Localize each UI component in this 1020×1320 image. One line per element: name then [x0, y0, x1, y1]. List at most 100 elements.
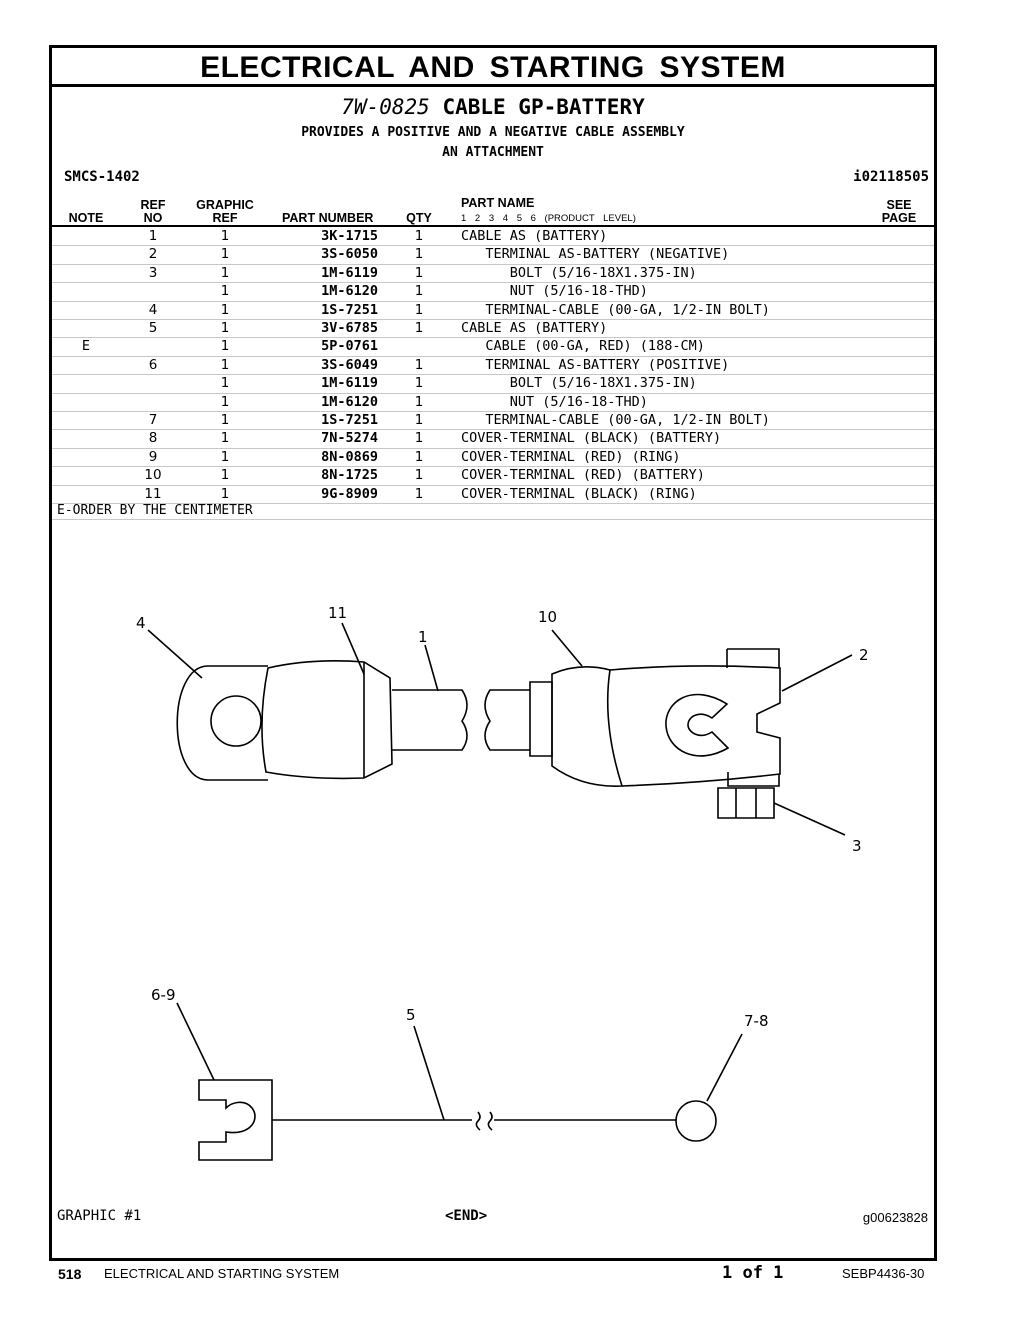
- graphic-ref-cell: 1: [220, 375, 230, 392]
- battery-terminal-item-2: [726, 648, 780, 787]
- callout-2: 2: [859, 646, 869, 664]
- part-number-cell: 1M-6120: [321, 283, 378, 300]
- qty-cell: 1: [414, 412, 424, 428]
- ref-no-cell: 6: [148, 356, 158, 373]
- callout-6-9: 6-9: [151, 986, 176, 1004]
- part-number-cell: 3S-6050: [321, 246, 378, 263]
- graphic-ref-cell: 1: [220, 467, 230, 484]
- ref-no-cell: 9: [148, 448, 158, 465]
- part-name-cell: CABLE AS (BATTERY): [461, 320, 608, 336]
- cable-item-5: [272, 1111, 676, 1131]
- col-ref-header-top: REF: [140, 198, 166, 212]
- col-qty-header: QTY: [406, 211, 432, 225]
- part-name-cell: TERMINAL AS-BATTERY (NEGATIVE): [461, 246, 730, 263]
- part-number-cell: 3K-1715: [321, 228, 378, 244]
- qty-cell: 1: [414, 320, 424, 336]
- col-part-name-header: PART NAME: [461, 196, 535, 210]
- leader-11: [341, 622, 365, 675]
- page-title: ELECTRICAL AND STARTING SYSTEM: [52, 48, 934, 87]
- description-line-1: PROVIDES A POSITIVE AND A NEGATIVE CABLE…: [301, 125, 685, 140]
- part-number-cell: 1M-6119: [321, 375, 378, 392]
- part-name-cell: NUT (5/16-18-THD): [461, 283, 648, 300]
- ring-terminal-item-4: [176, 665, 268, 781]
- part-number-cell: 8N-1725: [321, 467, 378, 484]
- part-name-cell: BOLT (5/16-18X1.375-IN): [461, 264, 697, 281]
- bolt-nut-item-3: [717, 787, 775, 819]
- part-name-cell: COVER-TERMINAL (BLACK) (BATTERY): [461, 430, 722, 447]
- qty-cell: 1: [414, 430, 424, 447]
- part-number-cell: 7N-5274: [321, 430, 378, 447]
- ref-no-cell: 10: [144, 467, 162, 484]
- part-number-cell: 1S-7251: [321, 412, 378, 428]
- graphic-label: GRAPHIC #1: [57, 1208, 142, 1224]
- page-frame: ELECTRICAL AND STARTING SYSTEM 7W-0825 C…: [49, 45, 937, 1261]
- qty-cell: 1: [414, 375, 424, 392]
- graphic-ref-cell: 1: [220, 412, 230, 428]
- part-name-cell: TERMINAL-CABLE (00-GA, 1/2-IN BOLT): [461, 301, 770, 318]
- part-number-cell: 9G-8909: [321, 485, 378, 502]
- part-name-cell: CABLE (00-GA, RED) (188-CM): [461, 338, 705, 355]
- description-line-2: AN ATTACHMENT: [442, 145, 544, 160]
- callout-3: 3: [852, 837, 862, 855]
- qty-cell: 1: [414, 264, 424, 281]
- part-name-cell: TERMINAL AS-BATTERY (POSITIVE): [461, 356, 730, 373]
- footnote-text: E-ORDER BY THE CENTIMETER: [57, 503, 253, 518]
- callout-1: 1: [418, 628, 428, 646]
- part-number-cell: 3V-6785: [321, 320, 378, 336]
- ref-no-cell: 8: [148, 430, 158, 447]
- graphic-ref-cell: 1: [220, 320, 230, 336]
- part-number-cell: 3S-6049: [321, 356, 378, 373]
- callout-5: 5: [406, 1006, 416, 1024]
- qty-cell: 1: [414, 485, 424, 502]
- ref-no-cell: 2: [148, 246, 158, 263]
- table-row: 6 1 3S-6049 1 TERMINAL AS-BATTERY (POSITIVE…: [52, 356, 934, 376]
- ref-no-cell: 5: [148, 320, 158, 336]
- col-part-number-header: PART NUMBER: [282, 211, 374, 225]
- part-number-cell: 5P-0761: [321, 338, 378, 355]
- graphic-ref-cell: 1: [220, 356, 230, 373]
- col-graphic-header-bottom: REF: [212, 211, 238, 225]
- part-name-cell: CABLE AS (BATTERY): [461, 228, 608, 244]
- graphic-ref-cell: 1: [220, 301, 230, 318]
- footer-document-number: SEBP4436-30: [842, 1266, 925, 1281]
- qty-cell: 1: [414, 393, 424, 410]
- col-ref-header-bottom: NO: [143, 211, 163, 225]
- leader-7-8: [706, 1033, 743, 1102]
- footer-page-of: 1 of 1: [722, 1263, 784, 1283]
- footer-section-title: ELECTRICAL AND STARTING SYSTEM: [104, 1266, 340, 1281]
- note-cell: E: [81, 338, 91, 355]
- part-number-cell: 8N-0869: [321, 448, 378, 465]
- graphic-ref-cell: 1: [220, 228, 230, 244]
- col-see-page-header-top: SEE: [886, 198, 912, 212]
- ring-terminal-item-7: [675, 1100, 717, 1142]
- callout-10: 10: [538, 608, 557, 626]
- qty-cell: 1: [414, 283, 424, 300]
- graphic-ref-cell: 1: [220, 393, 230, 410]
- part-number-cell: 1M-6120: [321, 393, 378, 410]
- part-name-cell: TERMINAL-CABLE (00-GA, 1/2-IN BOLT): [461, 412, 770, 428]
- leader-4: [147, 629, 203, 679]
- col-graphic-header-top: GRAPHIC: [196, 198, 254, 212]
- table-row: 7 1 1S-7251 1 TERMINAL-CABLE (00-GA, 1/2-IN…: [52, 411, 934, 431]
- graphic-reference: g00623828: [862, 1210, 928, 1225]
- qty-cell: 1: [414, 356, 424, 373]
- parts-illustration: 4 11 1 10 2 3 6-9 5 7-8: [136, 604, 869, 1161]
- qty-cell: 1: [414, 448, 424, 465]
- graphic-ref-cell: 1: [220, 485, 230, 502]
- qty-cell: 1: [414, 301, 424, 318]
- smcs-code: SMCS-1402: [64, 169, 140, 185]
- cable-right-segment: [484, 681, 553, 757]
- part-name-cell: COVER-TERMINAL (BLACK) (RING): [461, 485, 697, 502]
- graphic-ref-cell: 1: [220, 448, 230, 465]
- leader-3: [773, 802, 846, 836]
- ref-no-cell: 7: [148, 412, 158, 428]
- terminal-cover-item-11: [261, 660, 393, 780]
